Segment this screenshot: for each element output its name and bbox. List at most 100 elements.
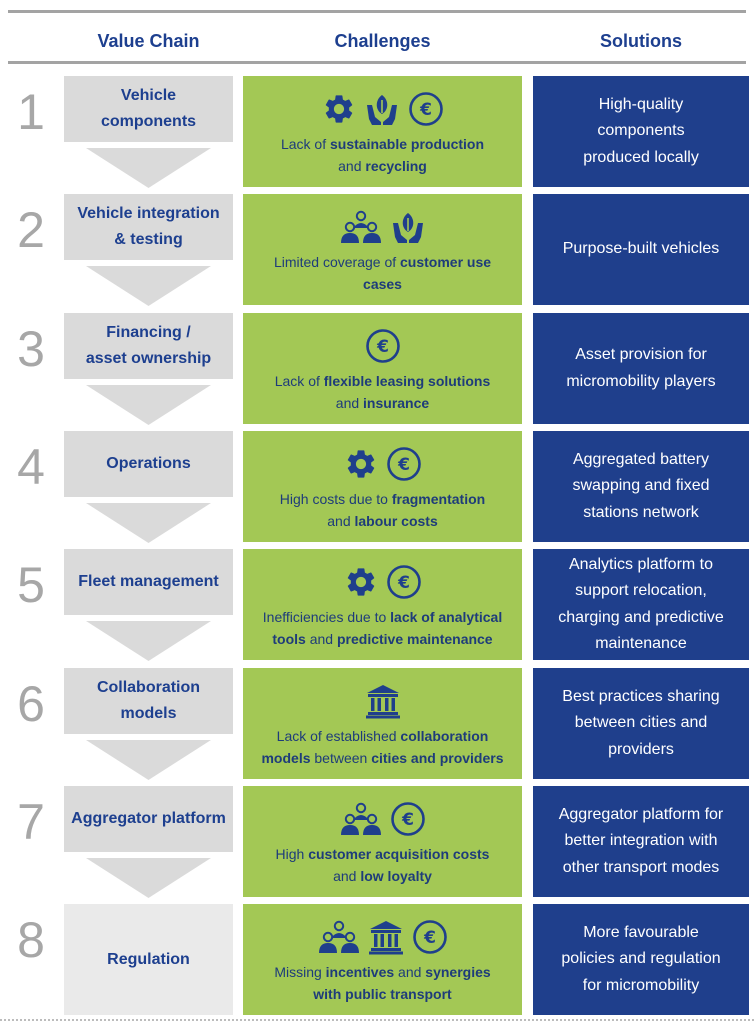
hands-leaf-icon [390, 209, 426, 245]
challenge-text: Lack of established collaboration models… [249, 725, 516, 769]
value-chain-box: Aggregator platform [64, 786, 233, 852]
svg-text:€: € [423, 928, 436, 948]
solution-box: High-quality components produced locally [533, 76, 749, 187]
value-chain-box: Vehicle integration & testing [64, 194, 233, 260]
challenge-box: Lack of established collaboration models… [243, 668, 522, 779]
challenge-text-bold: recycling [365, 158, 427, 174]
challenge-text-plain: and [305, 631, 337, 647]
challenge-box: €Inefficiencies due to lack of analytica… [243, 549, 522, 660]
header-rule [8, 61, 746, 64]
value-chain-label: Operations [106, 455, 191, 472]
svg-text:€: € [401, 810, 414, 830]
challenge-text-bold: customer acquisition costs [308, 846, 490, 862]
solution-text: Aggregated battery swapping and fixed st… [572, 450, 710, 521]
challenge-text: Lack of sustainable production and recyc… [249, 133, 516, 177]
people-icon [340, 802, 382, 836]
challenge-icons: € [243, 920, 522, 955]
step-number: 4 [17, 439, 45, 495]
challenge-text-bold: cities and providers [371, 750, 504, 766]
challenge-text-bold: synergies with public transport [313, 964, 491, 1002]
top-rule [8, 10, 746, 13]
challenge-text-plain: and [335, 395, 360, 411]
down-arrow [86, 740, 211, 780]
step-number: 7 [17, 794, 45, 850]
challenge-icons [243, 210, 522, 244]
step-number: 6 [17, 676, 45, 732]
solution-box: Purpose-built vehicles [533, 194, 749, 305]
challenge-text-bold: collaboration models [261, 728, 489, 766]
solution-box: Aggregator platform for better integrati… [533, 786, 749, 897]
challenge-icons [243, 683, 522, 719]
value-chain-row: 3 Financing / asset ownership € Lack of fle… [0, 313, 754, 425]
challenge-text: Limited coverage of customer use cases [249, 251, 516, 295]
challenge-box: € Lack of flexible leasing solutions and … [243, 313, 522, 424]
gear-icon [322, 92, 356, 126]
bottom-dotted-rule [0, 1019, 754, 1021]
value-chain-row: 4 Operations € High costs due to fragmentat… [0, 431, 754, 543]
solution-text: Purpose-built vehicles [562, 240, 720, 258]
step-number: 3 [17, 321, 45, 377]
challenge-text-plain: Inefficiencies due to [262, 609, 391, 625]
euro-icon: € [390, 801, 426, 837]
challenge-box: Limited coverage of customer use cases [243, 194, 522, 305]
value-chain-box: Financing / asset ownership [64, 313, 233, 379]
solution-box: Asset provision for micromobility player… [533, 313, 749, 424]
gear-icon [344, 447, 378, 481]
challenge-icons: € [243, 447, 522, 481]
challenge-icons: € [243, 802, 522, 836]
value-chain-box: Vehicle components [64, 76, 233, 142]
challenge-text-plain: High costs due to [279, 491, 392, 507]
challenge-text: Lack of flexible leasing solutions and i… [249, 370, 516, 414]
challenge-text-bold: predictive maintenance [336, 631, 493, 647]
challenge-text-plain: High [275, 846, 309, 862]
euro-icon: € [365, 328, 401, 364]
challenge-box: € Lack of sustainable production and recy… [243, 76, 522, 187]
challenge-box: €High customer acquisition costs and low… [243, 786, 522, 897]
value-chain-label: Aggregator platform [71, 810, 226, 827]
value-chain-box: Regulation [64, 904, 233, 1015]
challenge-text-bold: labour costs [354, 513, 438, 529]
challenge-text-plain: and [394, 964, 426, 980]
challenge-text-bold: insurance [363, 395, 430, 411]
challenge-text-bold: customer use cases [363, 254, 492, 292]
value-chain-label: Collaboration models [96, 679, 201, 722]
value-chain-label: Fleet management [78, 573, 219, 590]
step-number: 1 [17, 84, 45, 140]
step-number: 5 [17, 557, 45, 613]
challenge-text-plain: Limited coverage of [273, 254, 401, 270]
value-chain-label: Financing / asset ownership [85, 324, 212, 367]
euro-icon: € [408, 91, 444, 127]
solution-text: Aggregator platform for better integrati… [558, 805, 724, 876]
hands-leaf-icon [364, 91, 400, 127]
challenge-text-plain: and [338, 158, 362, 174]
value-chain-row: 1 Vehicle components € Lack of sustainable … [0, 76, 754, 188]
challenge-text-plain: between [310, 750, 372, 766]
solution-box: Aggregated battery swapping and fixed st… [533, 431, 749, 542]
down-arrow [86, 503, 211, 543]
people-icon [340, 210, 382, 244]
solution-text: High-quality components produced locally [583, 95, 699, 166]
challenge-box: €High costs due to fragmentation and lab… [243, 431, 522, 542]
down-arrow [86, 621, 211, 661]
down-arrow [86, 266, 211, 306]
challenge-text-bold: fragmentation [391, 491, 486, 507]
challenge-text-plain: Lack of [280, 136, 330, 152]
value-chain-box: Fleet management [64, 549, 233, 615]
value-chain-box: Collaboration models [64, 668, 233, 734]
challenge-text-bold: low loyalty [360, 868, 432, 884]
svg-text:€: € [419, 100, 432, 120]
challenge-text-plain: Missing [274, 964, 326, 980]
value-chain-label: Vehicle components [100, 87, 197, 130]
challenge-text-bold: incentives [325, 964, 395, 980]
down-arrow [86, 148, 211, 188]
solution-text: Best practices sharing between cities an… [562, 687, 720, 758]
down-arrow [86, 858, 211, 898]
euro-icon: € [386, 564, 422, 600]
challenge-box: € Missing incentives and synergies with p… [243, 904, 522, 1015]
euro-icon: € [386, 446, 422, 482]
institution-icon [365, 683, 401, 719]
